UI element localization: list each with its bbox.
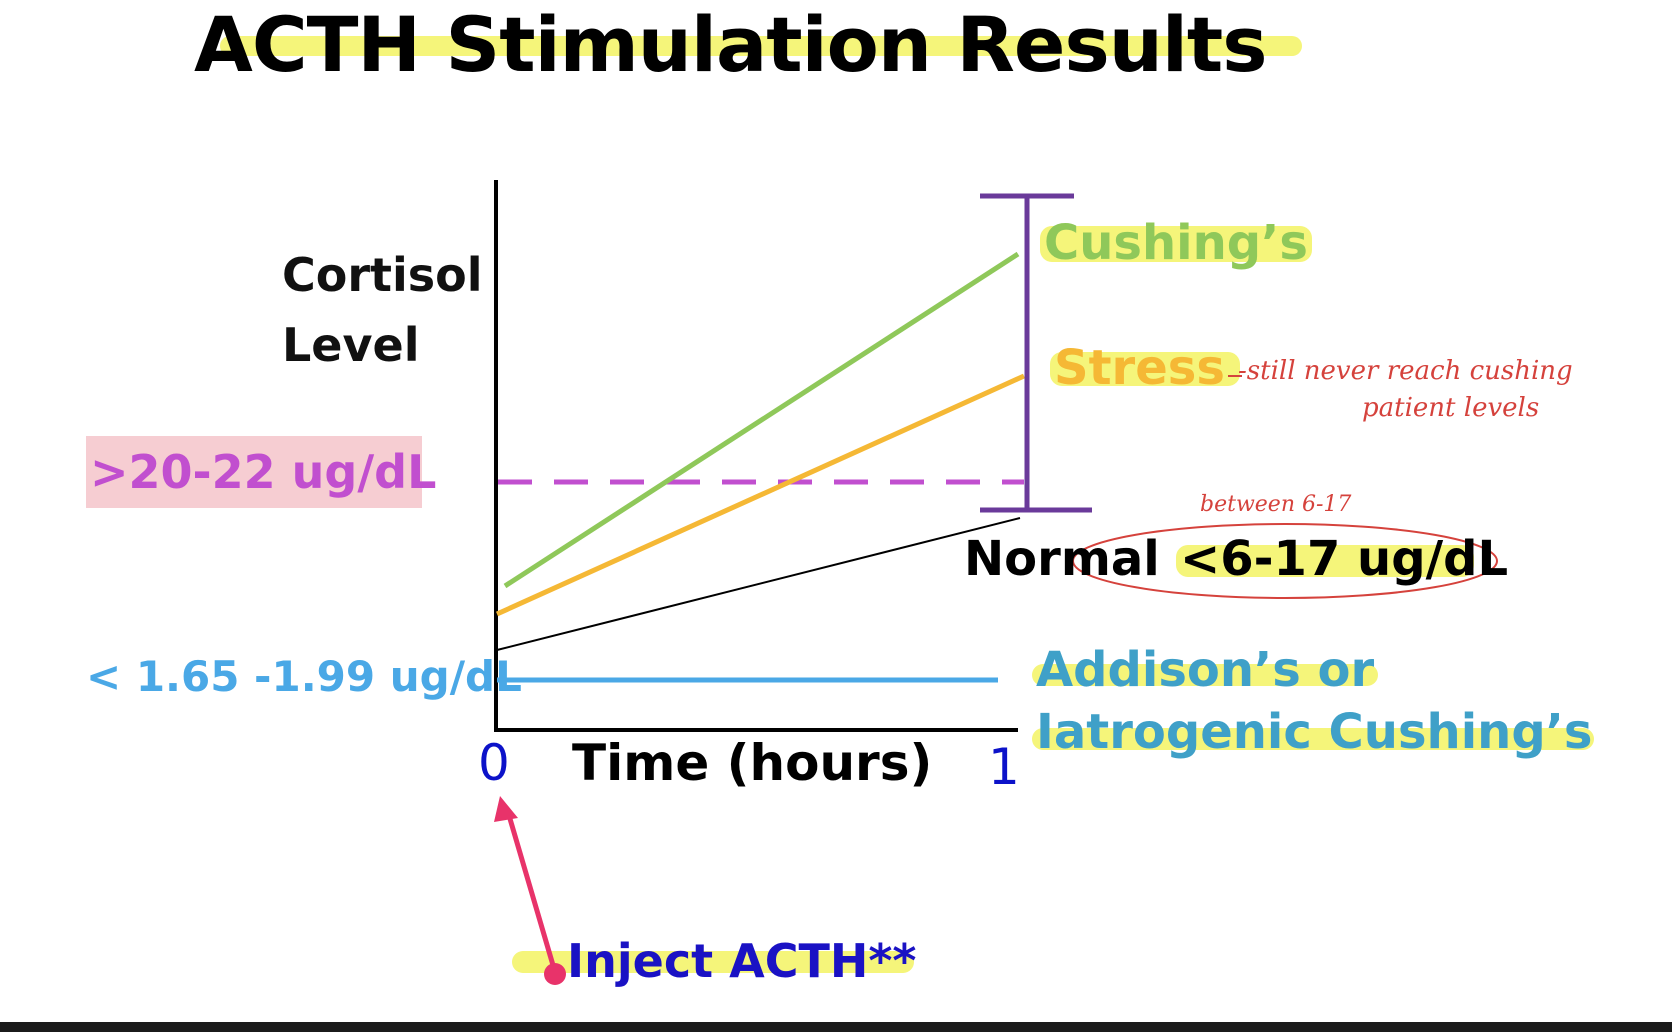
x-tick-start: 0 (478, 734, 510, 792)
addisons-highlight-1 (1032, 664, 1378, 686)
cushings-label: Cushing’s (1044, 215, 1308, 271)
bottom-bar (0, 1022, 1672, 1032)
inject-acth-label: Inject ACTH** (567, 934, 917, 988)
stress-line (495, 373, 1026, 617)
page-title: ACTH Stimulation Results (194, 0, 1267, 89)
stress-handwritten-note-line1: -still never reach cushing (1238, 356, 1573, 386)
title-highlight (220, 36, 1302, 56)
normal-range-circle (1072, 523, 1498, 599)
threshold-low-label: < 1.65 -1.99 ug/dL (86, 652, 522, 701)
addisons-highlight-2 (1032, 728, 1594, 750)
normal-range-highlight (1176, 545, 1474, 577)
addisons-label-line2: Iatrogenic Cushing’s (1036, 704, 1593, 760)
normal-label: Normal (964, 531, 1160, 587)
x-axis-label: Time (hours) (572, 734, 933, 792)
arrow-up-icon (494, 796, 566, 985)
stress-handwritten-note-line2: patient levels (1362, 393, 1540, 423)
normal-handwritten-note: between 6-17 (1200, 492, 1352, 517)
cushings-line (503, 251, 1020, 589)
y-axis-label-line1: Cortisol (282, 248, 483, 302)
x-tick-end: 1 (988, 738, 1020, 796)
threshold-high-label: >20-22 ug/dL (86, 436, 436, 508)
cushings-highlight (1040, 226, 1312, 262)
addisons-label-line1: Addison’s or (1036, 642, 1375, 698)
range-bracket-icon (980, 193, 1092, 513)
stress-label: Stress (1054, 340, 1225, 396)
normal-range-label: <6-17 ug/dL (1180, 531, 1509, 587)
y-axis-label-line2: Level (282, 318, 420, 372)
stress-highlight (1050, 352, 1240, 386)
inject-highlight (512, 951, 914, 973)
normal-line (496, 517, 1021, 651)
